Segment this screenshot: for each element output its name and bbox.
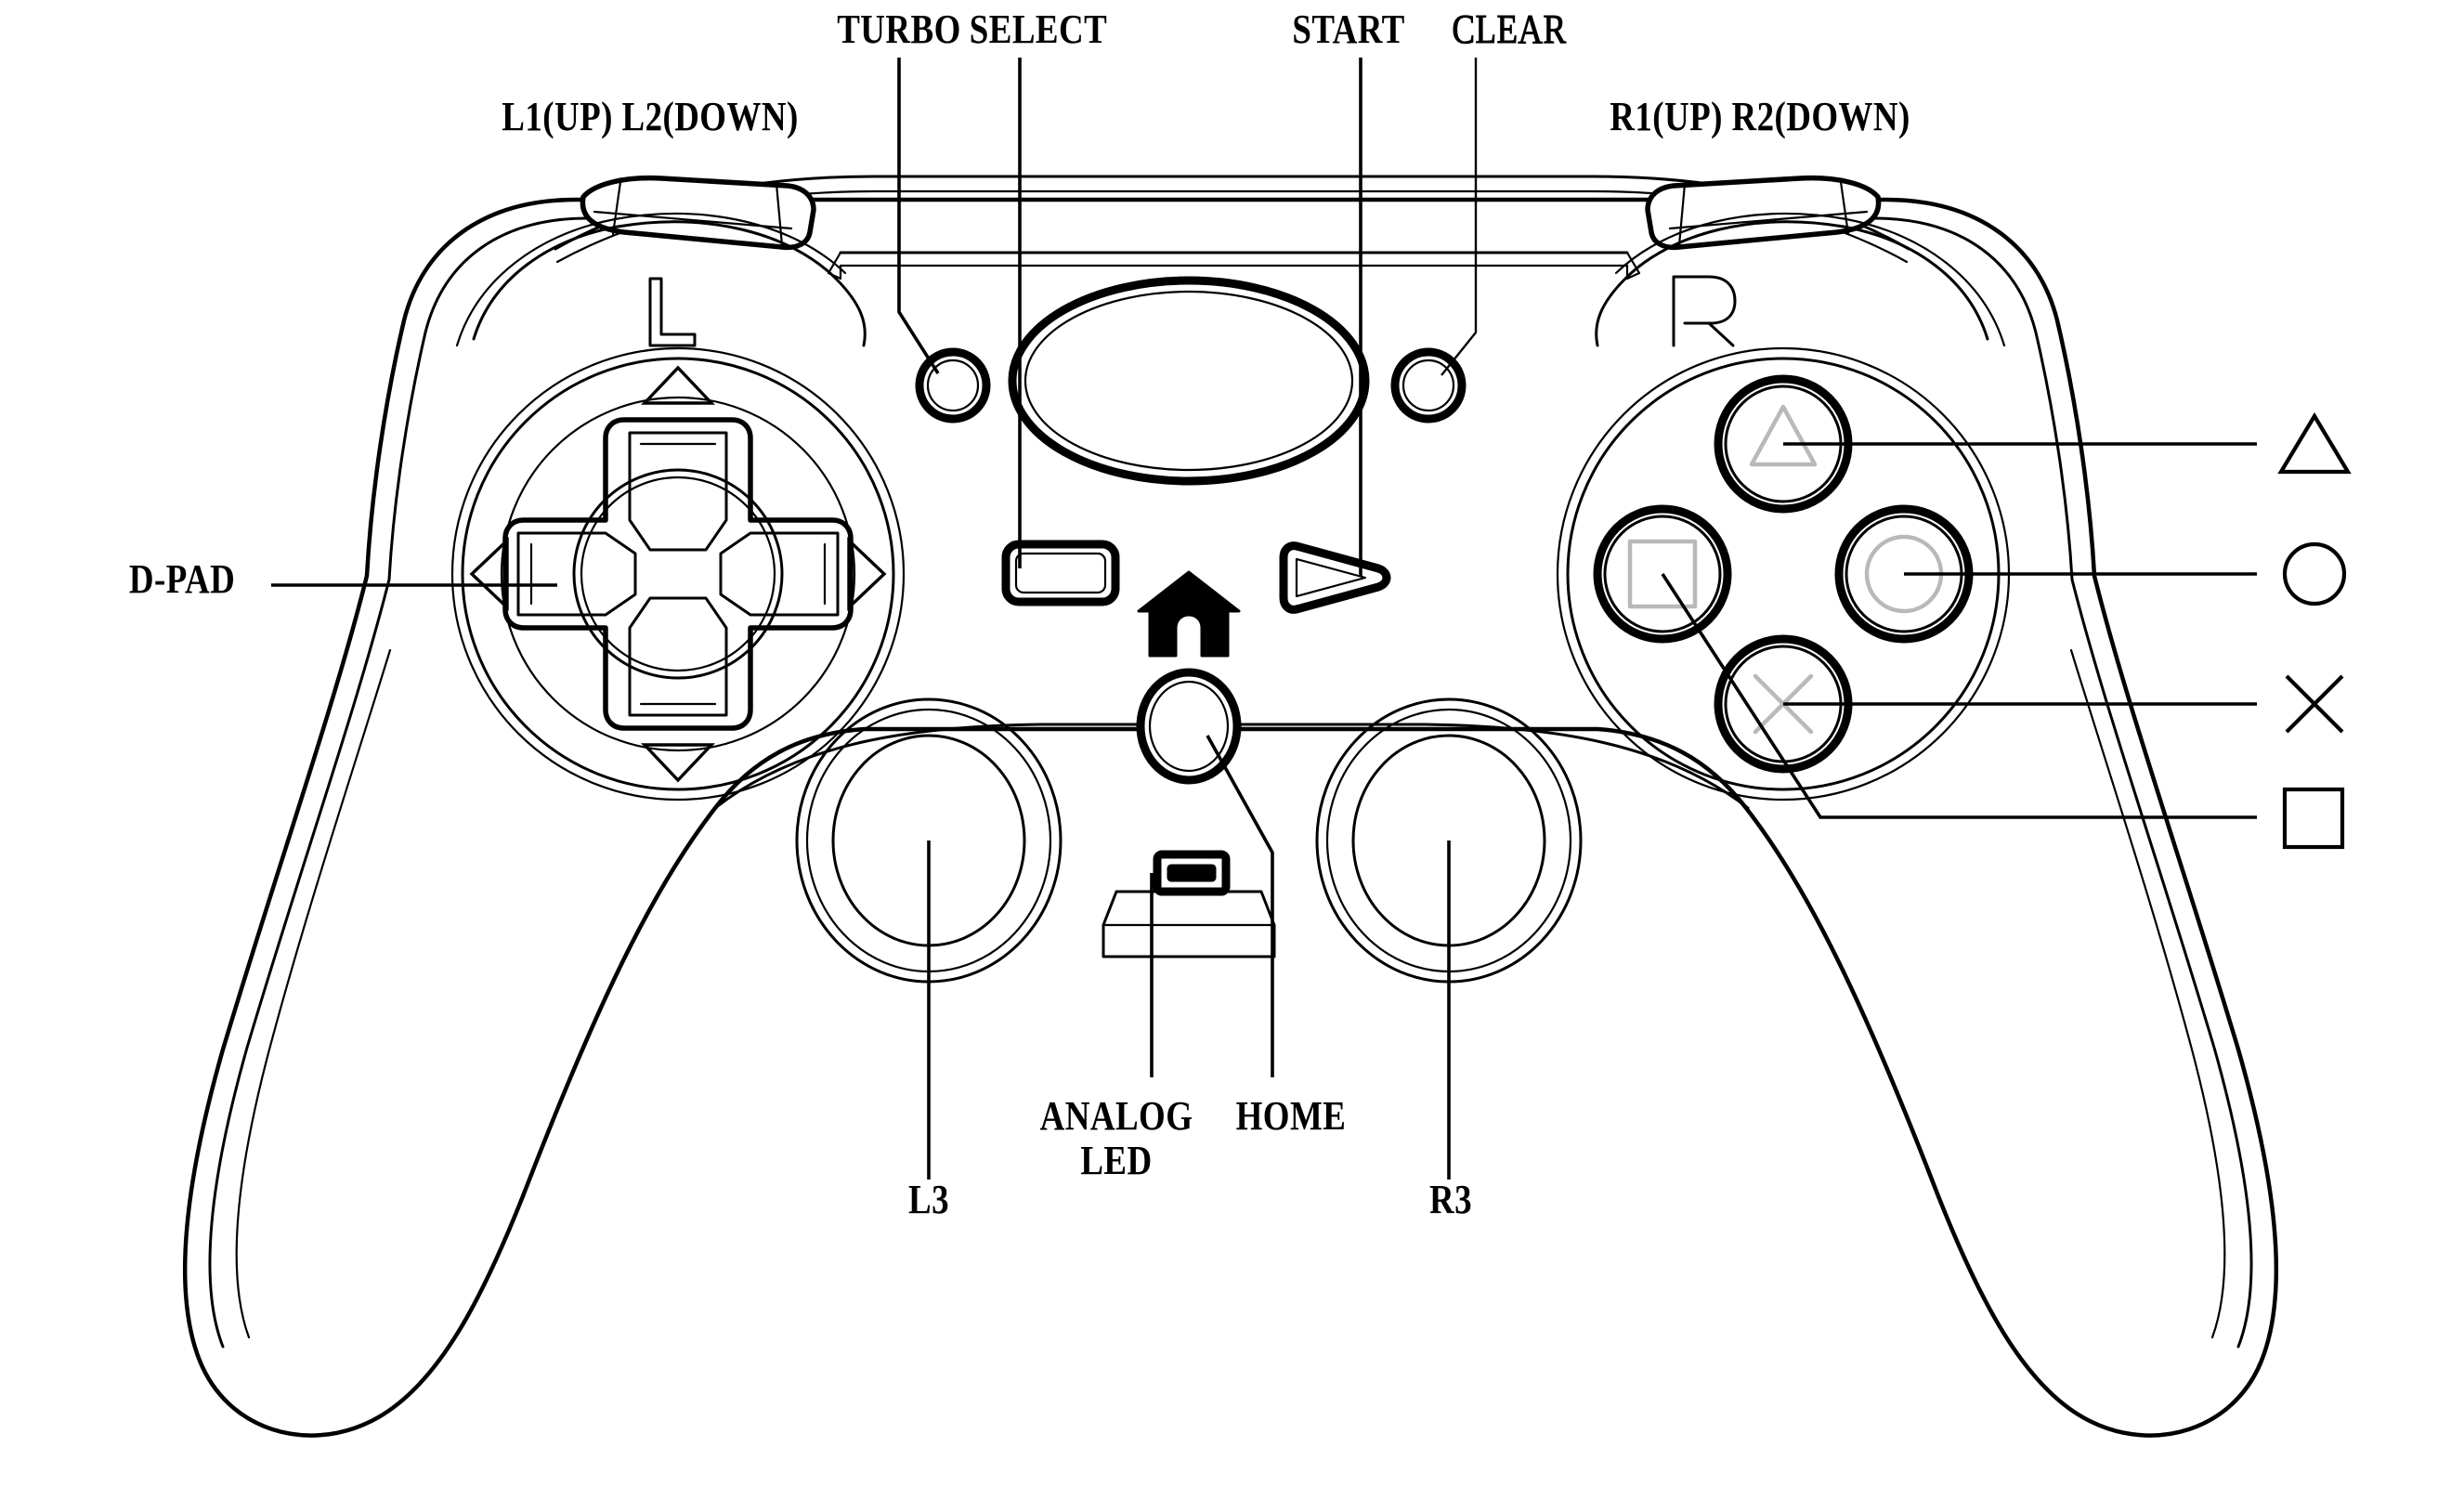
body-inner-contour xyxy=(208,216,589,1349)
left-shoulder-hump-2 xyxy=(455,212,847,347)
face-button-square-ring xyxy=(1603,515,1722,633)
dpad-housing-outer-2 xyxy=(450,346,906,802)
label-r3: R3 xyxy=(1428,1177,1473,1222)
house-icon xyxy=(1137,570,1241,658)
analog-led-indicator-fill xyxy=(1167,864,1217,882)
start-button-inner xyxy=(1295,557,1367,598)
right-callout-symbols xyxy=(2277,411,2352,850)
label-home: HOME xyxy=(1235,1093,1347,1139)
callout-square-icon xyxy=(2282,787,2345,850)
label-dpad: D-PAD xyxy=(128,556,236,602)
triangle-icon xyxy=(1749,404,1818,467)
callout-circle-icon xyxy=(2282,541,2347,606)
dpad[interactable] xyxy=(469,365,887,783)
right-shoulder-button[interactable] xyxy=(1645,175,1882,251)
dpad-down-marker-icon xyxy=(641,743,715,783)
right-shoulder-letter-R xyxy=(1672,275,1737,347)
label-turbo: TURBO xyxy=(837,7,961,52)
dpad-housing-outer xyxy=(461,357,895,791)
center-lower-tab-left-edge xyxy=(1102,890,1118,927)
dpad-right-cap[interactable] xyxy=(719,531,840,617)
dpad-left-cap[interactable] xyxy=(516,531,637,617)
callout-cross-icon xyxy=(2285,674,2344,734)
left-shoulder-hump xyxy=(472,220,867,347)
left-shoulder-notch-a xyxy=(611,180,622,236)
center-logo-oval xyxy=(1008,276,1370,486)
dpad-up-cap[interactable] xyxy=(628,431,728,552)
right-shoulder-notch-a xyxy=(1839,180,1850,236)
dpad-up-marker-icon xyxy=(641,365,715,405)
callout-triangle-icon xyxy=(2277,411,2352,475)
label-analog-led: ANALOG LED xyxy=(1040,1094,1193,1182)
dpad-housing-inner xyxy=(500,396,856,752)
leader-turbo xyxy=(897,58,940,374)
dpad-center-ring-2 xyxy=(580,476,776,672)
label-clear: CLEAR xyxy=(1452,7,1567,52)
body-inner-contour-right xyxy=(1872,216,2253,1349)
label-l3: L3 xyxy=(908,1177,949,1222)
dpad-down-cap[interactable] xyxy=(628,596,728,717)
left-shoulder-letter-L xyxy=(648,277,697,347)
right-shoulder-hump xyxy=(1595,220,1989,347)
square-icon xyxy=(1627,539,1698,609)
center-logo-oval-inner xyxy=(1023,290,1354,472)
home-button[interactable] xyxy=(1136,668,1242,785)
dpad-left-marker-icon xyxy=(469,537,509,611)
left-shoulder-notch-b xyxy=(775,182,784,247)
clear-button[interactable] xyxy=(1390,347,1467,424)
dpad-right-marker-icon xyxy=(847,537,887,611)
left-shoulder-button[interactable] xyxy=(580,175,816,251)
top-ledge-right-cap xyxy=(1625,251,1641,280)
leader-lines xyxy=(271,58,2257,1180)
leader-square xyxy=(1661,573,2257,819)
face-buttons[interactable] xyxy=(1593,374,1974,774)
label-analog-led-line1: ANALOG xyxy=(1039,1093,1193,1139)
select-button-inner xyxy=(1014,552,1107,594)
clear-button-inner xyxy=(1401,358,1455,412)
center-buttons[interactable] xyxy=(915,347,1467,896)
label-select: SELECT xyxy=(969,7,1108,52)
right-shoulder-hump-2 xyxy=(1614,212,2006,347)
controller-body xyxy=(182,175,2279,1438)
leader-home xyxy=(1206,735,1274,1077)
turbo-button-inner xyxy=(926,358,980,412)
label-right-shoulder: R1(UP) R2(DOWN) xyxy=(1610,94,1910,139)
dpad-center-ring xyxy=(572,468,784,680)
label-analog-led-line2: LED xyxy=(1080,1137,1153,1183)
right-grip-inner xyxy=(2069,648,2226,1339)
right-shoulder-notch-b xyxy=(1677,182,1687,247)
home-button-inner xyxy=(1148,680,1230,773)
label-start: START xyxy=(1292,7,1405,52)
select-button[interactable] xyxy=(1001,540,1120,606)
left-grip-inner xyxy=(235,648,392,1339)
leader-clear xyxy=(1441,58,1478,376)
label-left-shoulder: L1(UP) L2(DOWN) xyxy=(502,94,799,139)
dpad-cross[interactable] xyxy=(502,417,854,731)
